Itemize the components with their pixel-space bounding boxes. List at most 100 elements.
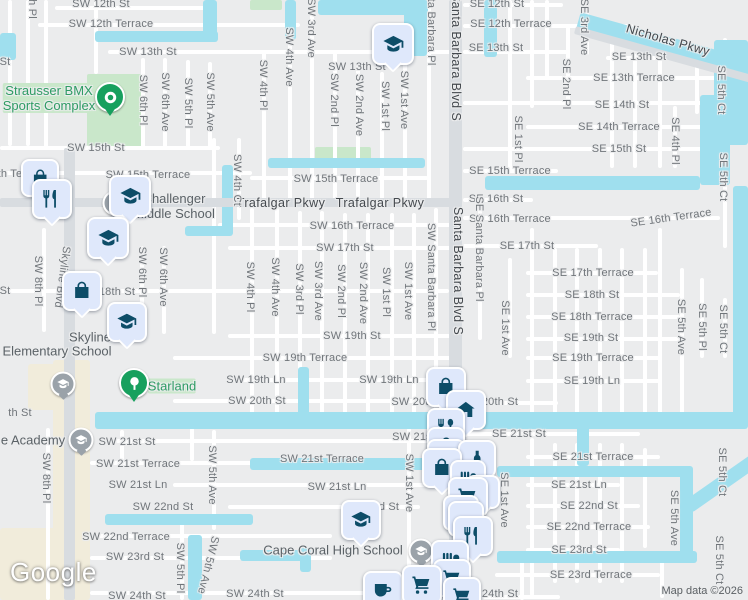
- street-road: [288, 20, 292, 200]
- park-label[interactable]: Starland: [147, 378, 197, 394]
- street-label: SE 15th Terrace: [469, 165, 551, 177]
- street-label: SE 5th Ct: [716, 447, 728, 497]
- street-label: Trafalgar Pkwy: [236, 196, 326, 210]
- street-road: [173, 483, 448, 487]
- street-label: SW 19th Ln: [226, 374, 286, 386]
- street-label: SW 12th St: [72, 0, 130, 10]
- street-label: SW 21st Ln: [108, 479, 168, 491]
- street-label: SE 13th Terrace: [593, 72, 675, 84]
- school-poi-circle[interactable]: [50, 371, 76, 400]
- street-label: th Te: [0, 168, 23, 180]
- street-road: [620, 443, 624, 583]
- street-road: [237, 138, 241, 220]
- cart-marker[interactable]: [402, 565, 442, 600]
- cart-marker[interactable]: [443, 577, 481, 600]
- street-road: [530, 0, 534, 108]
- school-marker[interactable]: [109, 175, 151, 225]
- canal-water: [733, 186, 748, 418]
- street-label: SW 22nd St: [132, 501, 194, 513]
- street-label: SW 8th Pl: [40, 452, 52, 504]
- canal-water: [240, 550, 310, 561]
- street-road: [598, 248, 602, 416]
- cart-icon: [453, 588, 470, 600]
- park-pin[interactable]: [119, 368, 149, 402]
- street-road: [463, 50, 568, 54]
- street-road: [46, 428, 50, 600]
- street-label: SW 5th Ave: [206, 445, 218, 505]
- street-road: [366, 213, 370, 422]
- street-road: [140, 246, 144, 334]
- street-label: SE 13th St: [468, 42, 524, 54]
- bag-icon: [75, 281, 89, 299]
- canal-water: [298, 367, 309, 417]
- restaurant-marker[interactable]: [32, 179, 72, 227]
- street-road: [575, 248, 579, 416]
- street-road: [0, 289, 449, 293]
- school-label[interactable]: e Academy: [0, 432, 66, 448]
- street-road: [723, 148, 727, 248]
- street-road: [463, 401, 558, 405]
- school-marker[interactable]: [372, 23, 414, 73]
- street-label: SW 23rd St: [105, 551, 165, 563]
- street-road: [427, 0, 431, 200]
- street-label: SE 1st Ave: [499, 300, 511, 356]
- street-road: [44, 0, 48, 150]
- street-road: [228, 246, 455, 250]
- graduation-cap-icon: [75, 435, 87, 445]
- street-label: SW 5th Ave: [204, 72, 216, 132]
- street-label: Santa Barbara Blvd S: [451, 206, 465, 336]
- street-road: [680, 268, 684, 416]
- street-label: SE 16th Terrace: [629, 206, 713, 230]
- street-road: [403, 52, 407, 200]
- google-logo[interactable]: Google: [10, 557, 97, 587]
- street-road: [526, 356, 660, 360]
- restaurant-icon: [43, 190, 57, 208]
- street-label: SE 19th St: [563, 332, 619, 344]
- street-label: SE 5th Ct: [717, 152, 729, 202]
- street-road: [643, 448, 647, 548]
- street-label: SW 2nd Pl: [328, 73, 340, 127]
- street-road: [333, 52, 337, 200]
- street-label: SE Santa Barbara Pl: [473, 196, 485, 302]
- complex-pin[interactable]: [95, 82, 125, 116]
- street-road: [553, 248, 557, 416]
- bag-marker[interactable]: [62, 271, 102, 319]
- street-road: [658, 54, 662, 168]
- street-road: [620, 248, 624, 416]
- street-road: [212, 138, 216, 334]
- street-label: SW 24th St: [226, 588, 284, 600]
- street-label: SW 2nd Pl: [335, 264, 347, 318]
- street-label: SW 19th Ln: [359, 374, 419, 386]
- street-label: SE 12th St: [469, 0, 525, 10]
- cafe-marker[interactable]: [363, 571, 403, 600]
- street-road: [343, 213, 347, 422]
- canal-water: [497, 466, 687, 477]
- street-road: [208, 62, 212, 148]
- street-label: SW 4th Ave: [269, 257, 281, 317]
- school-poi-circle[interactable]: [68, 427, 94, 456]
- street-road: [463, 101, 738, 105]
- street-label: St: [0, 56, 11, 68]
- school-icon: [117, 313, 137, 329]
- school-label[interactable]: Skyline: [69, 329, 111, 345]
- canal-water: [485, 176, 700, 190]
- street-label: Trafalgar Pkwy: [335, 196, 425, 210]
- street-road: [116, 439, 455, 443]
- street-label: SW 3rd Ave: [312, 261, 324, 321]
- street-road: [0, 171, 252, 175]
- street-road: [526, 125, 718, 129]
- school-poi-circle[interactable]: [408, 538, 434, 567]
- school-marker[interactable]: [341, 500, 381, 548]
- street-road: [250, 208, 254, 422]
- school-label[interactable]: Elementary School: [2, 343, 112, 359]
- school-marker[interactable]: [107, 302, 147, 350]
- street-road: [598, 443, 602, 583]
- street-road: [186, 60, 190, 148]
- street-label: 24th St: [481, 588, 519, 600]
- school-label[interactable]: Cape Coral High School: [263, 542, 403, 558]
- street-road: [700, 278, 704, 358]
- school-marker[interactable]: [87, 217, 129, 267]
